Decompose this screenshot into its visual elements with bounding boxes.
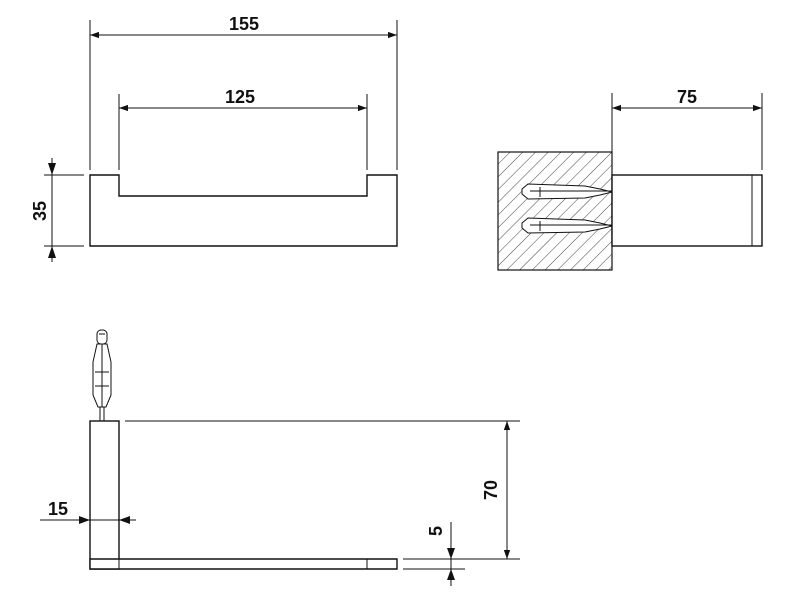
wall-hatch-icon <box>497 151 613 271</box>
front-view: 155 125 35 <box>30 14 398 262</box>
dim-label-inner-width: 125 <box>225 87 255 107</box>
dim-label-base-thickness: 5 <box>426 526 446 536</box>
plan-view-base <box>89 558 398 570</box>
dim-label-depth: 75 <box>677 87 697 107</box>
dim-label-overall-width: 155 <box>229 14 259 34</box>
dim-label-side-height: 70 <box>481 480 501 500</box>
plan-view: 70 5 15 <box>40 329 520 586</box>
side-view-body <box>611 174 763 247</box>
dim-label-height: 35 <box>30 201 50 221</box>
front-view-body <box>89 174 398 247</box>
side-view: 75 <box>497 87 763 271</box>
plan-view-plate <box>89 420 120 570</box>
dim-label-wall-thickness: 15 <box>48 499 68 519</box>
wall-anchor-icon <box>92 329 112 421</box>
